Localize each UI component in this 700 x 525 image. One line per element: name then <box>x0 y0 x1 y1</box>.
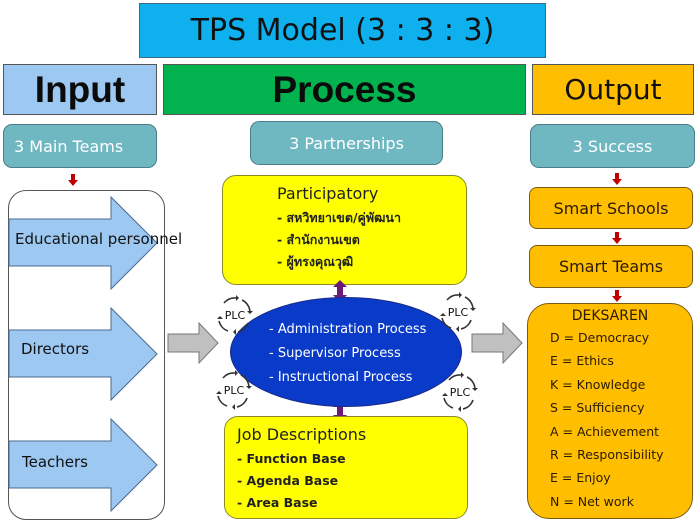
subheader-main-teams: 3 Main Teams <box>3 124 157 168</box>
plc-label: PLC <box>225 309 246 322</box>
deksaren-item: D = Democracy <box>550 330 650 345</box>
header-process: Process <box>163 64 526 115</box>
plc-cycle-icon: PLC <box>439 372 481 412</box>
job-description-item: - Agenda Base <box>237 473 339 488</box>
job-description-item: - Area Base <box>237 495 318 510</box>
deksaren-item: R = Responsibility <box>550 447 664 463</box>
process-item-supervisor: - Supervisor Process <box>269 346 401 361</box>
participatory-title: Participatory <box>277 184 379 203</box>
team-arrow-shape <box>8 418 158 512</box>
deksaren-item: E = Enjoy <box>550 470 611 486</box>
deksaren-title: DEKSAREN <box>571 308 649 324</box>
plc-cycle-icon: PLC <box>213 370 255 410</box>
process-item-administration: - Administration Process <box>269 322 427 337</box>
header-output: Output <box>532 64 694 115</box>
deksaren-item: K = Knowledge <box>550 376 646 392</box>
cycle-arrows-icon: PLC <box>216 370 252 410</box>
input-team-teachers: Teachers <box>22 453 88 471</box>
output-smart-schools: Smart Schools <box>529 187 693 229</box>
job-descriptions-title: Job Descriptions <box>237 425 367 444</box>
plc-cycle-icon: PLC <box>214 295 256 335</box>
down-arrow-icon <box>68 174 78 186</box>
diagram-title: TPS Model (3 : 3 : 3) <box>139 3 546 58</box>
plc-label: PLC <box>448 306 469 319</box>
cycle-arrows-icon: PLC <box>440 292 476 332</box>
header-input: Input <box>3 64 157 115</box>
cycle-arrows-icon: PLC <box>442 372 478 412</box>
job-description-item: - Function Base <box>237 451 346 466</box>
plc-label: PLC <box>450 386 471 399</box>
process-item-instructional: - Instructional Process <box>269 370 413 385</box>
flow-arrow-process-to-output <box>471 322 523 364</box>
deksaren-item: A = Achievement <box>550 423 660 439</box>
participatory-item: - ผู้ทรงคุณวุฒิ <box>277 254 354 269</box>
cycle-arrows-icon: PLC <box>217 295 253 335</box>
subheader-success: 3 Success <box>530 124 695 168</box>
team-arrow-shape <box>8 196 158 290</box>
flow-arrow-input-to-process <box>167 322 219 364</box>
subheader-partnerships: 3 Partnerships <box>250 121 443 165</box>
plc-cycle-icon: PLC <box>437 292 479 332</box>
output-smart-teams: Smart Teams <box>529 245 693 288</box>
down-arrow-icon <box>612 290 622 302</box>
participatory-item: - สำนักงานเขต <box>277 232 360 247</box>
deksaren-item: N = Net work <box>550 493 634 509</box>
team-arrow-shape <box>8 307 158 401</box>
deksaren-box: DEKSAREN D = Democracy E = Ethics K = Kn… <box>527 303 693 519</box>
participatory-item: - สหวิทยาเขต/คู่พัฒนา <box>277 210 401 225</box>
deksaren-item: S = Sufficiency <box>550 400 645 416</box>
input-team-directors: Directors <box>21 340 90 358</box>
job-descriptions-box: Job Descriptions - Function Base - Agend… <box>224 416 468 519</box>
deksaren-item: E = Ethics <box>550 353 614 369</box>
input-team-educational-personnel: Educational personnel <box>15 230 183 248</box>
plc-label: PLC <box>224 384 245 397</box>
participatory-box: Participatory - สหวิทยาเขต/คู่พัฒนา - สำ… <box>222 175 467 285</box>
down-arrow-icon <box>612 232 622 244</box>
process-ellipse: - Administration Process - Supervisor Pr… <box>230 297 462 407</box>
down-arrow-icon <box>612 173 622 185</box>
